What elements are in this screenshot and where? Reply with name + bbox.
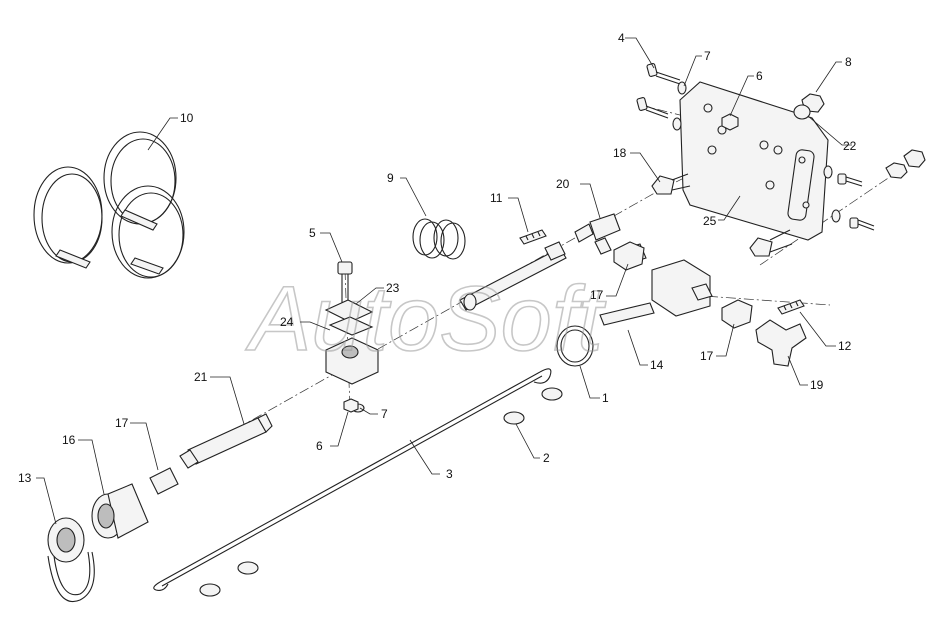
callout-3: 3 [446,467,453,481]
hydraulic-tube [459,241,567,311]
callout-10: 10 [180,111,194,125]
callout-22: 23 [386,281,400,295]
callout-23: 24 [280,315,294,329]
callout-8: 8 [845,55,852,69]
callout-4: 4 [618,31,625,45]
callout-17b: 17 [700,349,714,363]
callout-14: 14 [650,358,664,372]
callout-labels: 4 7 6 8 22 18 20 11 9 10 25 5 23 24 21 1… [18,31,857,485]
part-5-bolt [337,261,353,304]
part-1-o-ring [556,325,594,367]
part-6-nuts [343,113,739,413]
callout-18: 18 [613,146,627,160]
callout-25: 25 [703,214,717,228]
callout-21: 22 [843,139,857,153]
callout-1: 1 [602,391,609,405]
part-16-adapter [149,467,179,495]
watermark-text: AutoSoft [245,268,606,370]
part-25-bracket-plate [679,81,829,241]
callout-9: 9 [387,171,394,185]
part-23-clamp-plate [328,316,374,336]
part-13-dust-cap [47,517,95,602]
callout-12: 12 [838,339,852,353]
part-24-tube [179,413,273,469]
clamp-block [325,337,379,385]
callout-5: 5 [309,226,316,240]
part-11-clip [519,229,547,245]
callout-2: 2 [543,451,550,465]
callout-11: 11 [490,191,503,205]
callout-13: 13 [18,471,32,485]
part-20-tee-fitting [574,213,621,255]
part-12-clip [777,299,805,315]
part-4-bolts [636,63,875,231]
leader-lines [36,37,852,525]
callout-19: 19 [810,378,824,392]
part-19-elbow-fitting [755,319,807,367]
callout-7: 7 [704,49,711,63]
part-21-nut [793,104,926,179]
part-22-clamp-plate [324,299,374,323]
callout-16: 17 [115,416,129,430]
callout-6: 6 [756,69,763,83]
part-3-rods [153,368,552,591]
callout-24: 21 [194,370,208,384]
callout-7b: 7 [381,407,388,421]
callout-6b: 6 [316,439,323,453]
part-15-quick-coupler [91,483,149,539]
callout-20: 20 [556,177,570,191]
part-9-spring-rings [412,218,466,260]
part-10-cable-ties [33,131,185,279]
callout-17a: 17 [590,288,604,302]
part-2-clips [199,387,563,597]
part-17-union-nuts [613,241,753,329]
callout-15: 16 [62,433,76,447]
part-18-fittings [651,173,793,257]
